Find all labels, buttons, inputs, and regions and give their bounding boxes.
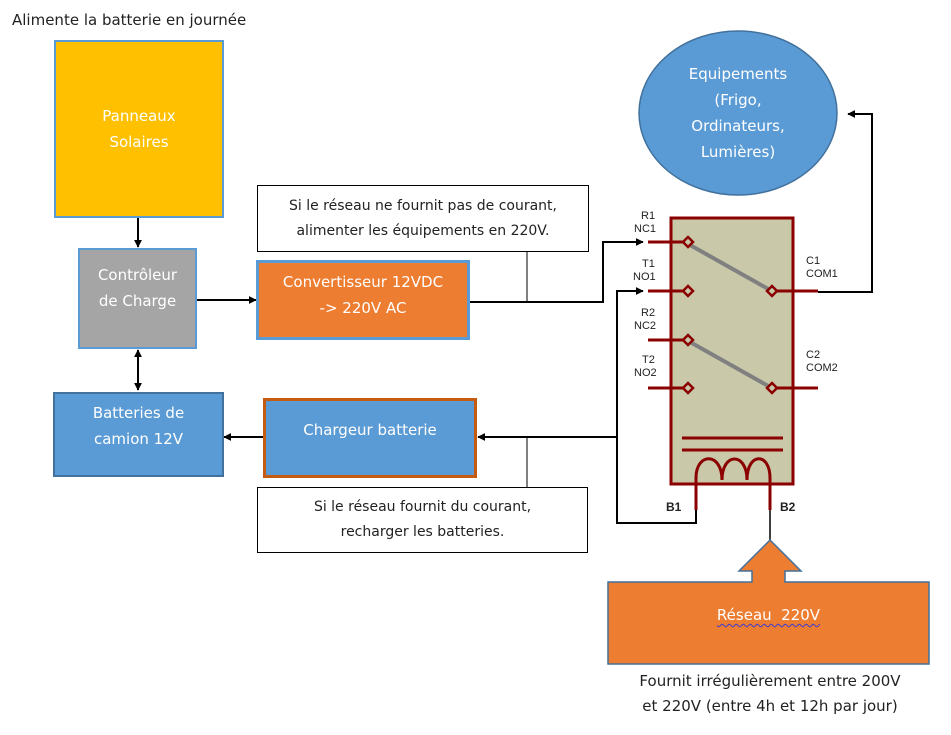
- charge-controller-block[interactable]: Contrôleur de Charge: [78, 248, 197, 349]
- solar-panels-label-1: Panneaux: [102, 107, 176, 125]
- pin-label-c2: C2: [806, 349, 821, 361]
- pin-label-t1: T1: [642, 258, 655, 270]
- batteries-label-1: Batteries de: [92, 403, 185, 422]
- pin-label-r2: R2: [641, 307, 656, 319]
- charger-note: Si le réseau fournit du courant, recharg…: [257, 487, 588, 553]
- pin-label-t2: T2: [642, 354, 655, 366]
- pin-label-no1: NO1: [633, 271, 656, 283]
- converter-note-line-1: Si le réseau ne fournit pas de courant,: [288, 197, 557, 214]
- converter-label-2: -> 220V AC: [319, 299, 407, 317]
- equipment-label-3: Ordinateurs,: [691, 117, 785, 135]
- grid-label: Réseau 220V: [716, 606, 821, 624]
- caption-top: Alimente la batterie en journée: [12, 11, 247, 29]
- pin-label-r1: R1: [641, 210, 656, 222]
- wire-com1-to-equipment: [818, 110, 873, 293]
- grid-arrow-shape: [607, 538, 930, 665]
- charger-note-line-1: Si le réseau fournit du courant,: [313, 499, 532, 515]
- converter-block[interactable]: Convertisseur 12VDC -> 220V AC: [256, 260, 470, 340]
- converter-label-1: Convertisseur 12VDC: [282, 273, 444, 291]
- converter-note: Si le réseau ne fournit pas de courant, …: [257, 185, 589, 252]
- grid-block[interactable]: Réseau 220V: [608, 582, 929, 664]
- solar-panels-block[interactable]: Panneaux Solaires: [54, 40, 224, 218]
- charge-controller-label-2: de Charge: [98, 291, 177, 310]
- battery-charger-label: Chargeur batterie: [303, 421, 437, 439]
- switch-1: [689, 243, 771, 292]
- equipment-label-4: Lumières): [700, 143, 776, 161]
- equipment-label[interactable]: Equipements (Frigo, Ordinateurs, Lumière…: [639, 31, 837, 195]
- pin-label-b1: B1: [666, 500, 682, 514]
- charge-controller-label-1: Contrôleur: [97, 265, 178, 284]
- wire-converter-to-nc1: [470, 238, 644, 303]
- converter-note-line-2: alimenter les équipements en 220V.: [296, 222, 550, 239]
- grid-note-line-1: Fournit irrégulièrement entre 200V: [639, 672, 901, 690]
- relay-coil: [694, 457, 772, 510]
- pin-label-nc1: NC1: [634, 223, 657, 235]
- charger-note-line-2: recharger les batteries.: [340, 524, 505, 540]
- pin-label-no2: NO2: [634, 367, 657, 379]
- pin-label-com1: COM1: [806, 268, 838, 280]
- grid-note-line-2: et 220V (entre 4h et 12h par jour): [642, 697, 898, 715]
- equipment-label-2: (Frigo,: [714, 91, 762, 109]
- relay-symbol: [648, 216, 818, 510]
- switch-2: [689, 340, 771, 389]
- pin-label-com2: COM2: [806, 362, 838, 374]
- pin-label-nc2: NC2: [634, 320, 657, 332]
- grid-note: Fournit irrégulièrement entre 200V et 22…: [610, 669, 930, 719]
- equipment-ellipse: [638, 30, 838, 196]
- pin-label-c1: C1: [806, 255, 821, 267]
- solar-panels-label-2: Solaires: [109, 133, 169, 151]
- batteries-label-2: camion 12V: [93, 429, 184, 448]
- batteries-block[interactable]: Batteries de camion 12V: [53, 392, 224, 477]
- equipment-label-1: Equipements: [688, 65, 788, 83]
- pin-label-b2: B2: [780, 500, 796, 514]
- relay-body: [669, 216, 795, 486]
- battery-charger-block[interactable]: Chargeur batterie: [263, 398, 477, 478]
